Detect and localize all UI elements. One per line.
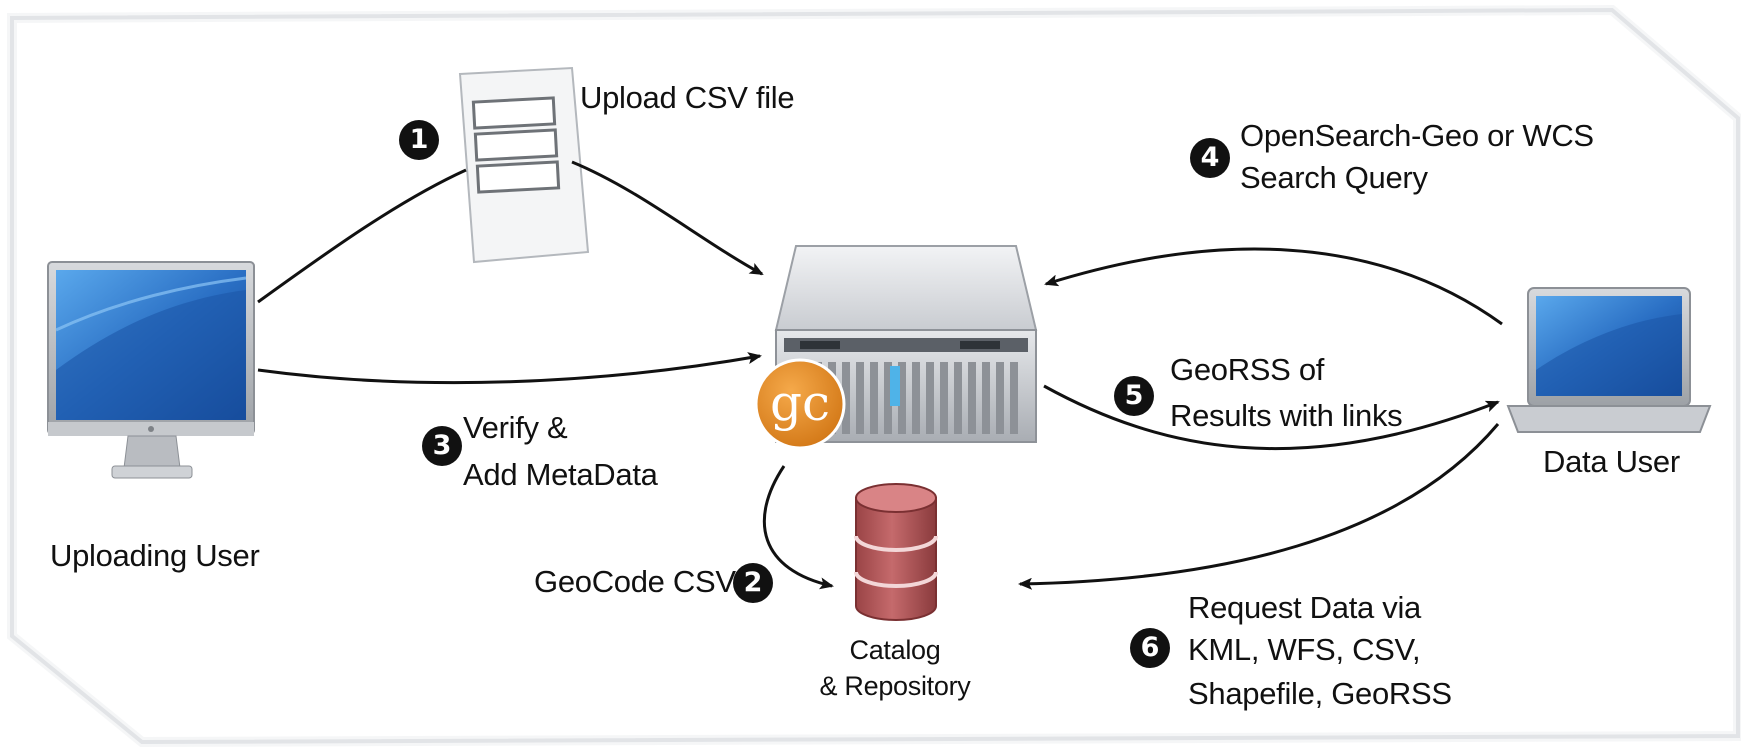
step-2-label: GeoCode CSV: [534, 564, 736, 599]
step-3-label-line2: Add MetaData: [463, 457, 658, 492]
catalog-label-line2: & Repository: [819, 671, 971, 701]
arrow-verify-to-server: [257, 352, 762, 385]
step-6-label-line1: Request Data via: [1188, 590, 1421, 625]
uploading-user-label: Uploading User: [50, 538, 260, 573]
step-4-badge: 4: [1190, 138, 1230, 178]
step-6-label-line2: KML, WFS, CSV,: [1188, 632, 1421, 667]
step-3-badge: 3: [422, 426, 462, 466]
arrow-server-to-catalog: [762, 465, 834, 590]
step-1-badge: 1: [399, 120, 439, 160]
step-2-badge: 2: [733, 563, 773, 603]
data-user-label: Data User: [1543, 444, 1680, 479]
step-4-label-line2: Search Query: [1240, 160, 1428, 195]
step-3-label-line1: Verify &: [463, 410, 568, 445]
database-icon: [854, 483, 938, 621]
frame-border: [6, 4, 1741, 748]
arrow-doc-to-server: [571, 160, 764, 276]
svg-text:gc: gc: [770, 374, 830, 432]
arrow-query-to-server: [1044, 247, 1503, 326]
step-5-badge: 5: [1114, 376, 1154, 416]
step-5-label-line1: GeoRSS of: [1170, 352, 1325, 387]
catalog-label-line1: Catalog: [849, 635, 941, 665]
gc-logo: gc: [754, 358, 846, 450]
flow-arrows: [257, 160, 1503, 590]
step-4-label-line1: OpenSearch-Geo or WCS: [1240, 118, 1594, 153]
desktop-monitor-icon: [47, 261, 255, 479]
csv-document-icon: [458, 66, 590, 264]
arrow-results-to-datauser: [1043, 384, 1500, 451]
step-6-label-line3: Shapefile, GeoRSS: [1188, 676, 1452, 711]
step-1-label: Upload CSV file: [580, 80, 795, 115]
step-6-badge: 6: [1130, 628, 1170, 668]
step-5-label-line2: Results with links: [1170, 398, 1403, 433]
laptop-icon: [1506, 287, 1712, 433]
arrow-request-to-catalog: [1018, 423, 1500, 590]
arrow-upload-to-doc: [257, 168, 467, 304]
